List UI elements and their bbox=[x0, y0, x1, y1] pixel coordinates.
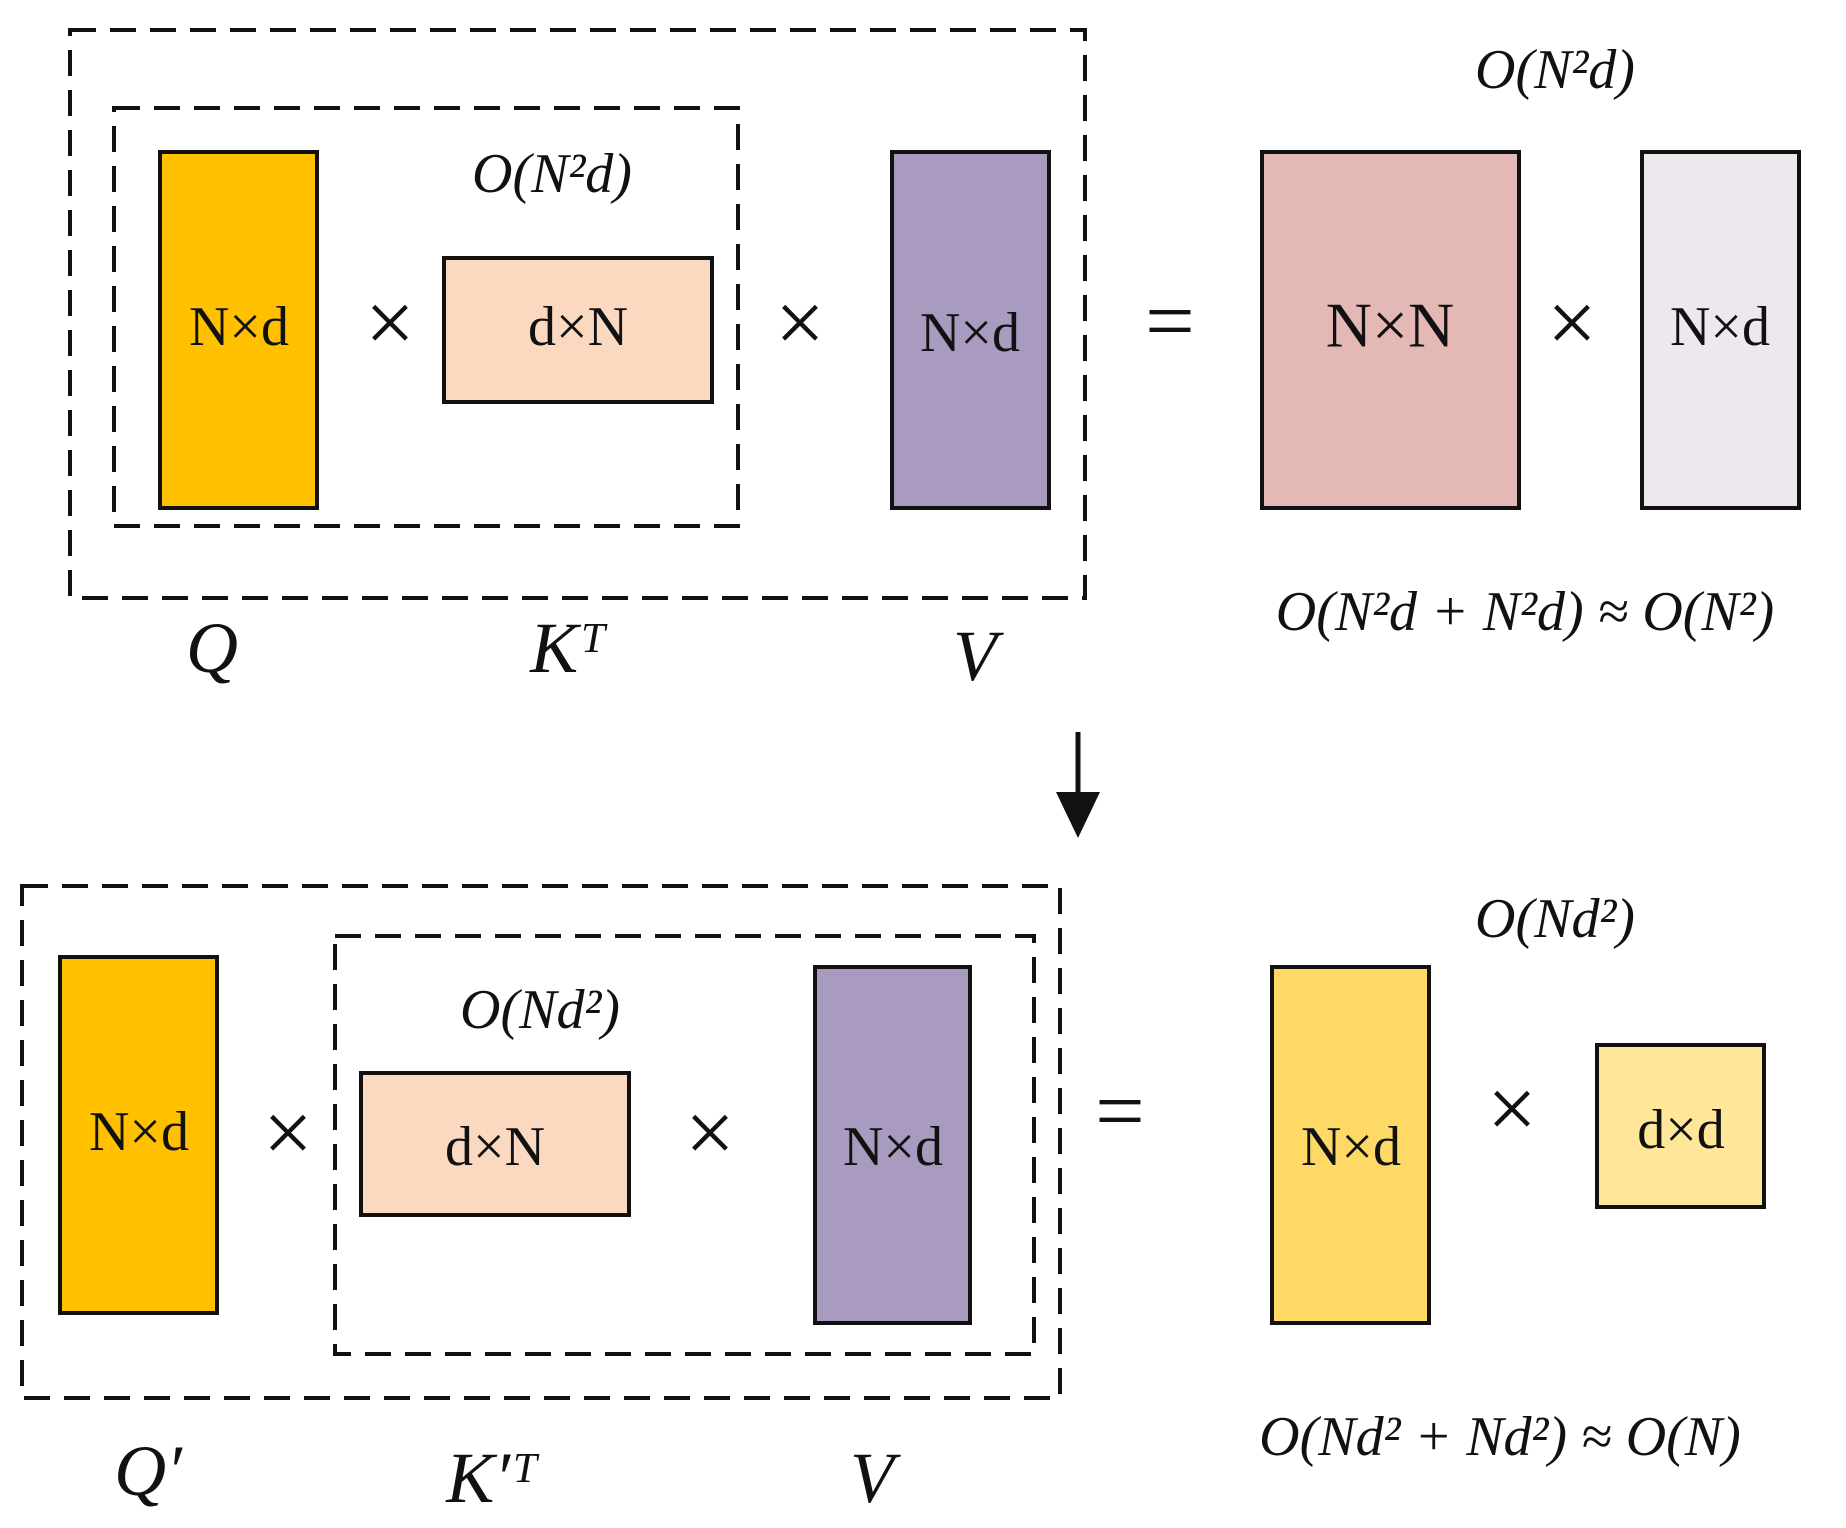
top-times-2: × bbox=[775, 275, 825, 372]
top-v-dim: N×d bbox=[920, 302, 1020, 364]
bottom-equals: = bbox=[1095, 1063, 1145, 1160]
bottom-outer-dashed-group bbox=[20, 884, 1062, 1400]
bottom-nd-dim: N×d bbox=[1301, 1116, 1401, 1178]
bottom-dd-matrix bbox=[1595, 1043, 1766, 1209]
top-times-1: × bbox=[365, 275, 415, 372]
top-label-kt: Kᵀ bbox=[529, 608, 608, 688]
bottom-dd-dim: d×d bbox=[1637, 1099, 1725, 1161]
top-nn-matrix bbox=[1260, 150, 1521, 510]
bottom-outer-complexity: O(Nd²) bbox=[1475, 888, 1635, 950]
bottom-v-matrix bbox=[813, 965, 972, 1325]
top-v-matrix bbox=[890, 150, 1051, 510]
bottom-times-3: × bbox=[1487, 1061, 1537, 1158]
bottom-nd-matrix bbox=[1270, 965, 1431, 1325]
top-label-q: Q bbox=[186, 608, 238, 688]
bottom-inner-complexity: O(Nd²) bbox=[460, 979, 620, 1041]
top-inner-complexity: O(N²d) bbox=[472, 143, 632, 205]
bottom-inner-dashed-group bbox=[333, 934, 1036, 1356]
top-times-3: × bbox=[1547, 275, 1597, 372]
down-arrow-icon bbox=[1056, 732, 1100, 838]
bottom-label-q: Q′ bbox=[114, 1431, 183, 1511]
bottom-times-2: × bbox=[685, 1085, 735, 1182]
bottom-label-kt: K′ᵀ bbox=[445, 1438, 540, 1518]
top-total-complexity: O(N²d + N²d) ≈ O(N²) bbox=[1276, 581, 1774, 643]
top-label-v: V bbox=[953, 616, 1004, 696]
top-out-dim: N×d bbox=[1670, 296, 1770, 358]
bottom-q-matrix bbox=[58, 955, 219, 1315]
top-kt-dim: d×N bbox=[528, 296, 628, 358]
bottom-total-complexity: O(Nd² + Nd²) ≈ O(N) bbox=[1259, 1406, 1741, 1468]
bottom-kt-matrix bbox=[359, 1071, 631, 1217]
bottom-v-dim: N×d bbox=[843, 1116, 943, 1178]
bottom-label-v: V bbox=[850, 1438, 901, 1518]
bottom-kt-dim: d×N bbox=[445, 1116, 545, 1178]
bottom-q-dim: N×d bbox=[89, 1101, 189, 1163]
top-equals: = bbox=[1145, 273, 1195, 370]
top-nn-dim: N×N bbox=[1326, 290, 1455, 361]
top-outer-complexity: O(N²d) bbox=[1475, 39, 1635, 101]
top-q-dim: N×d bbox=[189, 296, 289, 358]
bottom-times-1: × bbox=[263, 1085, 313, 1182]
top-out-matrix bbox=[1640, 150, 1801, 510]
top-outer-dashed-group bbox=[68, 28, 1087, 600]
top-q-matrix bbox=[158, 150, 319, 510]
top-kt-matrix bbox=[442, 256, 714, 404]
